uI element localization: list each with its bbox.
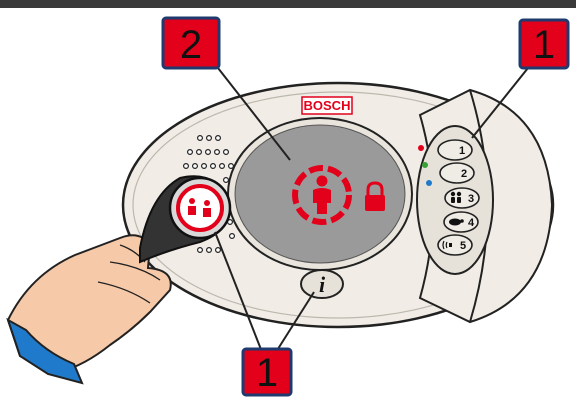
key-2[interactable]: 2	[439, 162, 475, 184]
token-person-icon	[188, 198, 211, 217]
key-3[interactable]: 3	[444, 187, 480, 209]
key-1-label: 1	[459, 145, 465, 157]
hand-illustration	[6, 234, 172, 385]
led-red-icon	[418, 145, 424, 151]
callout-2-label: 2	[180, 23, 202, 67]
led-blue-icon	[426, 180, 432, 186]
info-key-label: i	[319, 272, 326, 297]
key-3-label: 3	[468, 193, 474, 205]
alarm-waves-icon	[442, 240, 452, 250]
callout-1-token-label: 1	[256, 351, 278, 395]
callout-1-keypad: 1	[518, 18, 570, 70]
glove-cuff	[6, 317, 84, 385]
brand-logo: BOSCH	[301, 96, 353, 115]
led-green-icon	[422, 162, 428, 168]
info-key[interactable]: i	[300, 269, 344, 299]
turtle-icon	[449, 218, 464, 226]
key-5-label: 5	[460, 240, 466, 252]
padlock-icon	[365, 181, 385, 211]
status-leds	[418, 145, 432, 186]
callout-2: 2	[161, 16, 221, 70]
proximity-token	[139, 175, 232, 264]
leader-lines	[214, 67, 529, 353]
callout-1-token: 1	[241, 347, 293, 397]
key-4-label: 4	[468, 217, 475, 229]
top-border	[0, 0, 576, 8]
key-1[interactable]: 1	[437, 139, 473, 161]
speaker-grille	[183, 135, 237, 254]
key-2-label: 2	[461, 168, 467, 180]
person-icon	[292, 165, 352, 225]
key-5[interactable]: 5	[437, 234, 473, 256]
callout-1-keypad-label: 1	[533, 23, 555, 67]
two-persons-icon	[450, 191, 462, 203]
brand-text: BOSCH	[304, 98, 351, 113]
key-4[interactable]: 4	[443, 211, 479, 233]
